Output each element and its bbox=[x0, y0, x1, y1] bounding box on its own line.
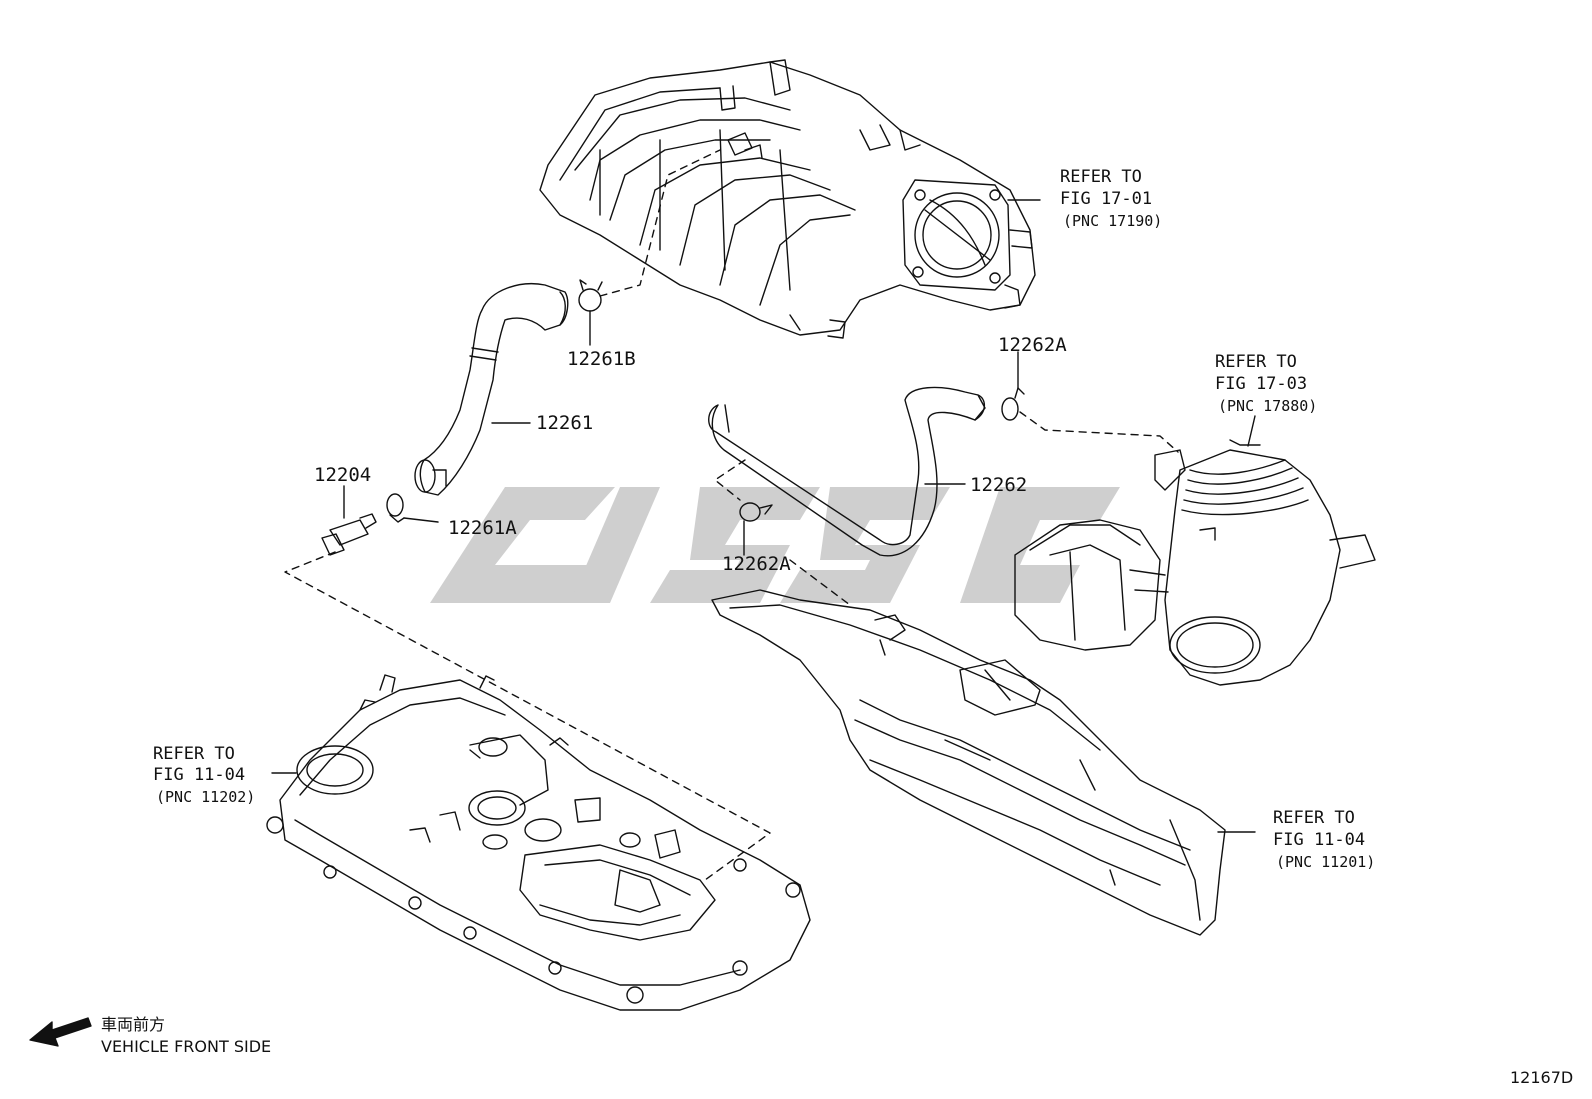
dash-12262A-mid-2 bbox=[789, 559, 851, 606]
dash-12261B bbox=[599, 149, 721, 297]
ref3-line1: REFER TO bbox=[153, 744, 235, 764]
front-label-jp: 車両前方 bbox=[101, 1015, 166, 1034]
dash-12262A-top bbox=[1019, 411, 1179, 453]
clip-12261B bbox=[578, 279, 603, 346]
label-12261B: 12261B bbox=[567, 348, 636, 370]
label-12262A-mid: 12262A bbox=[722, 553, 791, 575]
leader-ref2 bbox=[1247, 415, 1256, 447]
label-12204: 12204 bbox=[314, 464, 372, 486]
dash-sensor bbox=[284, 551, 771, 881]
label-12261A: 12261A bbox=[448, 517, 517, 539]
ref1-line1: REFER TO bbox=[1060, 167, 1142, 187]
ref1-line3: (PNC 17190) bbox=[1063, 212, 1163, 230]
clip-12261A bbox=[386, 493, 439, 523]
cover-right bbox=[711, 589, 1226, 936]
front-label-en: VEHICLE FRONT SIDE bbox=[101, 1037, 272, 1056]
intake-manifold bbox=[539, 59, 1036, 339]
ref4-line1: REFER TO bbox=[1273, 808, 1355, 828]
ref2-line1: REFER TO bbox=[1215, 352, 1297, 372]
sensor-12204 bbox=[321, 485, 377, 556]
front-arrow-icon bbox=[29, 1017, 92, 1047]
ref1-line2: FIG 17-01 bbox=[1060, 189, 1153, 209]
hose-12262 bbox=[708, 386, 986, 557]
cover-left bbox=[266, 674, 811, 1011]
watermark-logo bbox=[430, 487, 1120, 603]
ref4-line3: (PNC 11201) bbox=[1276, 853, 1376, 871]
dash-12262A-mid bbox=[714, 459, 746, 501]
label-12262: 12262 bbox=[970, 474, 1028, 496]
clip-12262A-mid bbox=[739, 502, 773, 556]
figure-number: 12167D bbox=[1510, 1068, 1574, 1087]
ref4-line2: FIG 11-04 bbox=[1273, 830, 1366, 850]
ref2-line3: (PNC 17880) bbox=[1218, 397, 1318, 415]
label-12261: 12261 bbox=[536, 412, 594, 434]
label-12262A-top: 12262A bbox=[998, 334, 1067, 356]
clip-12262A-top bbox=[1001, 351, 1025, 421]
ref3-line2: FIG 11-04 bbox=[153, 765, 246, 785]
ref2-line2: FIG 17-03 bbox=[1215, 374, 1308, 394]
hose-12261 bbox=[414, 283, 569, 496]
ref3-line3: (PNC 11202) bbox=[156, 788, 256, 806]
air-inlet-duct bbox=[1014, 439, 1376, 686]
